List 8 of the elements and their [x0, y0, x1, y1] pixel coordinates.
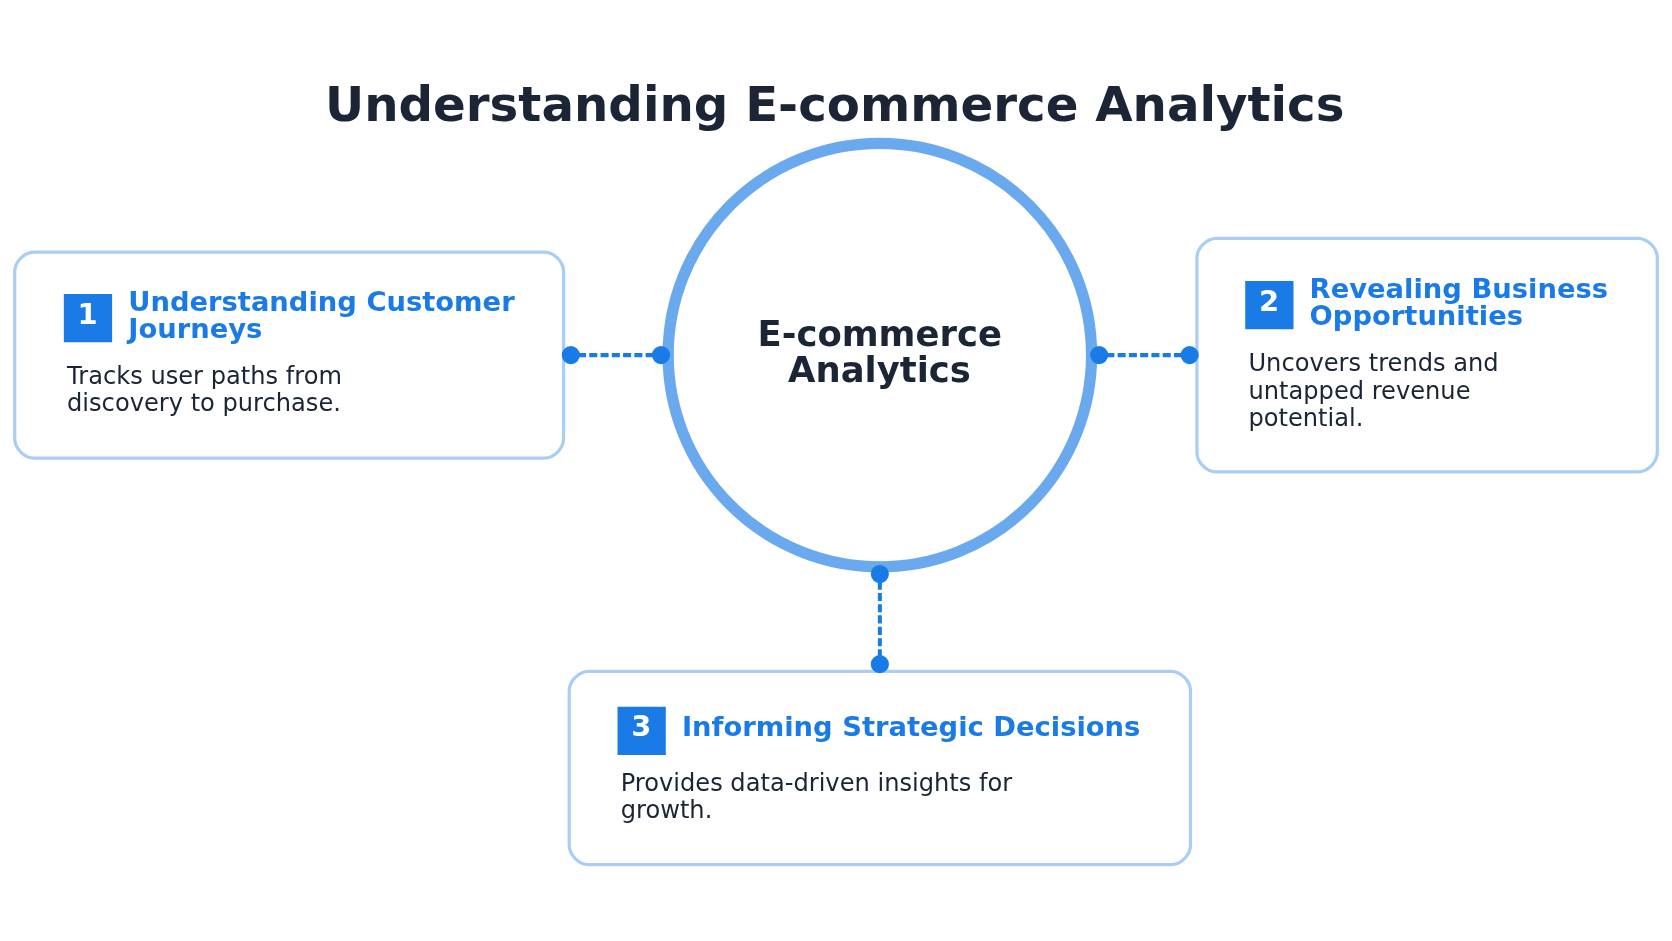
diagram-title: Understanding E-commerce Analytics	[324, 75, 1345, 132]
node-box: 1 Understanding Customer Journeys Tracks user paths from discovery to purchase.	[13, 250, 566, 460]
node-circle: E-commerce Analytics	[662, 137, 1098, 572]
node-box: 3 Informing Strategic Decisions Provides data-driven insights for growth.	[567, 669, 1193, 866]
node-box: 2 Revealing Business Opportunities Uncovers trends and untapped revenue potential.	[1195, 236, 1659, 473]
connector	[870, 564, 889, 673]
connector	[1090, 345, 1199, 364]
connector	[561, 345, 671, 364]
